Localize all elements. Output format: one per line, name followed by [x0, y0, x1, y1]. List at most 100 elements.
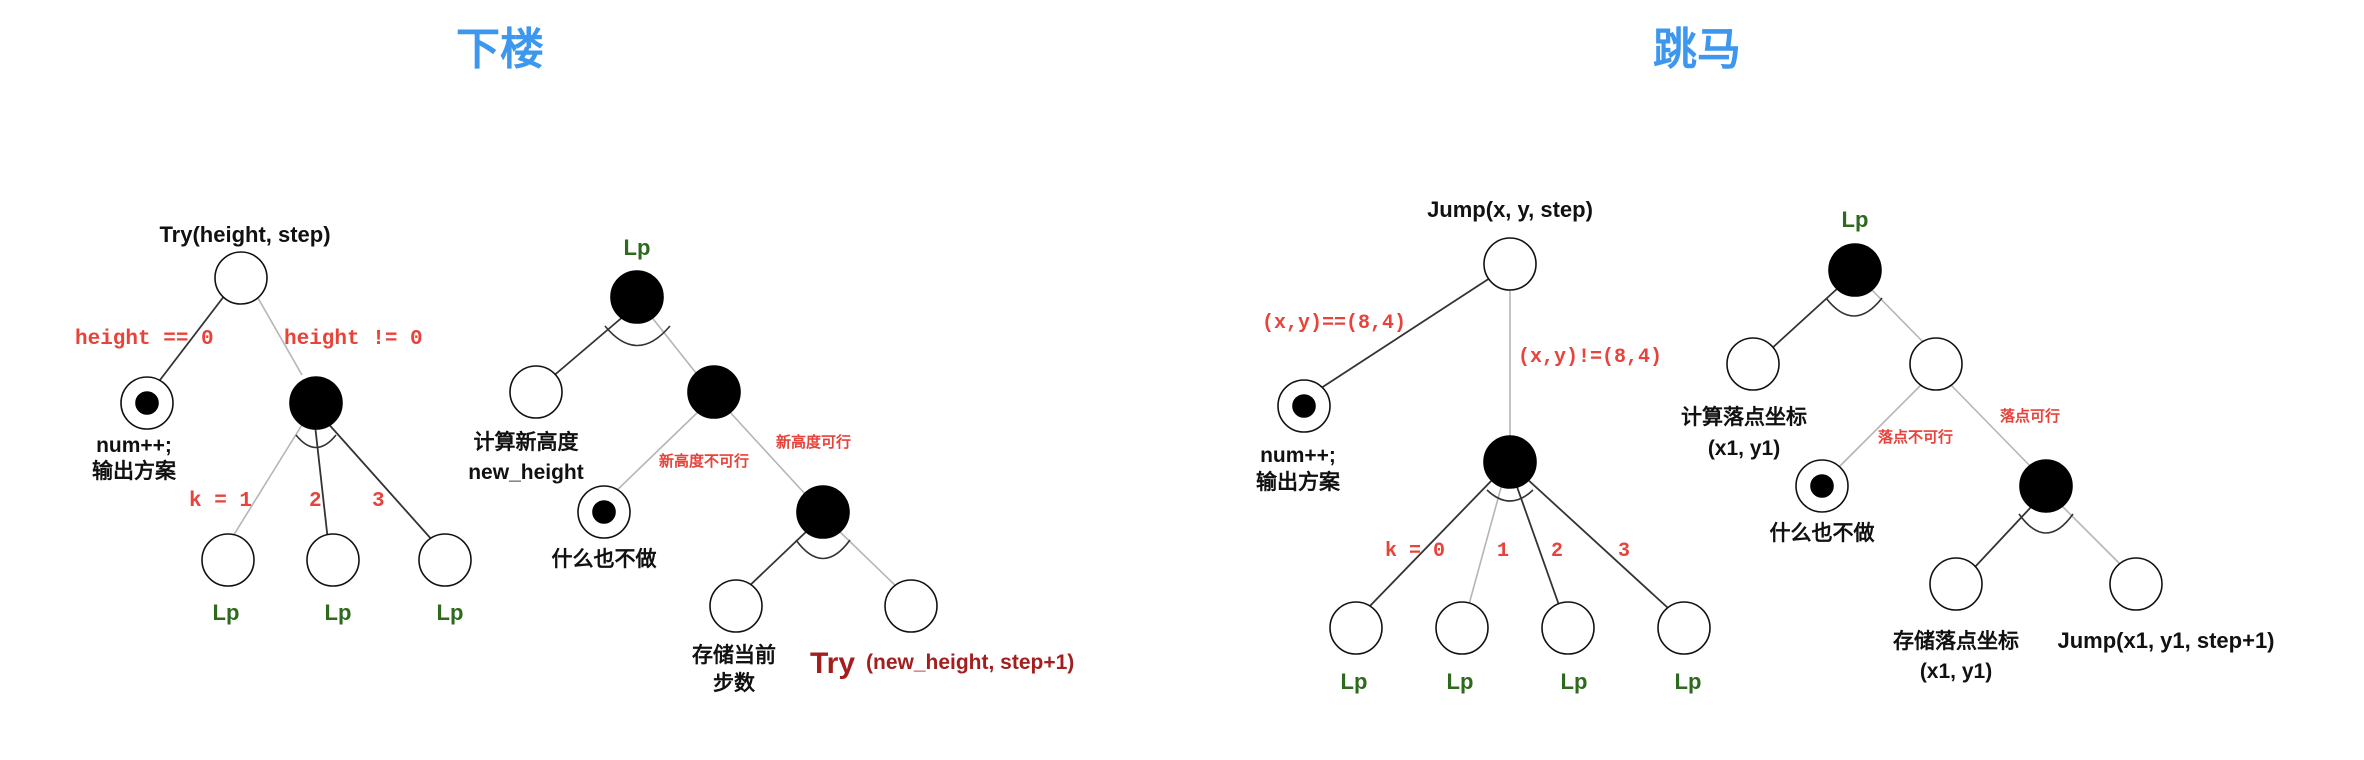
- leaf-label-1: num++;: [96, 434, 172, 457]
- k-label: 1: [1497, 540, 1509, 563]
- leaf-label-1: num++;: [1260, 444, 1336, 467]
- edge: [1314, 277, 1491, 393]
- lp-label: Lp: [213, 600, 240, 625]
- left-tree1: Try(height, step) height == 0 height != …: [75, 222, 472, 625]
- edge: [253, 290, 303, 376]
- edge: [1869, 287, 1926, 345]
- recurse-node: [884, 579, 938, 633]
- child-node: [1435, 601, 1489, 655]
- k-label: 3: [372, 490, 385, 513]
- edge: [314, 424, 329, 542]
- k-label: 3: [1618, 540, 1630, 563]
- k-label: k = 0: [1385, 540, 1445, 563]
- leaf-dot: [1810, 474, 1834, 498]
- edge: [1515, 483, 1561, 609]
- lp-label: Lp: [325, 600, 352, 625]
- branch-arc: [1825, 297, 1883, 317]
- child-node: [1657, 601, 1711, 655]
- branch-node: [1909, 337, 1963, 391]
- edge: [1949, 383, 2033, 469]
- branch-node: [289, 376, 343, 430]
- lp-label: Lp: [624, 235, 651, 260]
- edge: [744, 529, 809, 591]
- branch-node: [2019, 459, 2073, 513]
- try-word: Try: [810, 647, 855, 680]
- jump-call-label: Jump(x1, y1, step+1): [2057, 628, 2274, 653]
- calc-label-2: new_height: [468, 461, 584, 484]
- branch-node: [1483, 435, 1537, 489]
- edge: [2061, 505, 2125, 569]
- not-ok-label: 新高度不可行: [659, 452, 749, 470]
- edge: [649, 314, 701, 379]
- lp-label: Lp: [1561, 669, 1588, 694]
- edge: [1769, 287, 1839, 351]
- k-label: k = 1: [189, 490, 252, 513]
- not-ok-label: 落点不可行: [1878, 428, 1953, 446]
- leaf-dot: [592, 500, 616, 524]
- ok-label: 新高度可行: [776, 433, 851, 451]
- child-node: [1541, 601, 1595, 655]
- edge: [727, 409, 807, 496]
- edge: [611, 409, 701, 496]
- right-tree2: Lp 计算落点坐标 (x1, y1) 落点不可行 落点可行 什么也不做 存储落点…: [1681, 207, 2275, 683]
- root-node: [1483, 237, 1537, 291]
- leaf-label-2: 输出方案: [92, 459, 177, 483]
- edge: [1837, 383, 1923, 469]
- child-node: [306, 533, 360, 587]
- calc-label-1: 计算新高度: [474, 430, 579, 454]
- left-tree2: Lp 计算新高度 new_height 新高度不可行 新高度可行 什么也不做 存…: [468, 235, 1074, 695]
- branch-arc: [295, 434, 337, 449]
- branch-node: [796, 485, 850, 539]
- title-right: 跳马: [1653, 24, 1741, 75]
- store-label-1: 存储当前: [692, 643, 776, 667]
- top-node: [610, 270, 664, 324]
- edge: [1973, 505, 2033, 569]
- calc-node: [1726, 337, 1780, 391]
- store-node: [1929, 557, 1983, 611]
- branch-node: [687, 365, 741, 419]
- branch-arc: [604, 325, 671, 347]
- root-node: [214, 251, 268, 305]
- recurse-node: [2109, 557, 2163, 611]
- calc-label-2: (x1, y1): [1708, 437, 1780, 460]
- cond-left: height == 0: [75, 328, 214, 351]
- edge: [229, 419, 306, 542]
- leaf-dot: [135, 391, 159, 415]
- child-node: [418, 533, 472, 587]
- root-label: Jump(x, y, step): [1427, 197, 1593, 222]
- title-left: 下楼: [456, 24, 544, 75]
- child-node: [1329, 601, 1383, 655]
- edge: [1367, 477, 1495, 609]
- store-node: [709, 579, 763, 633]
- store-label-1: 存储落点坐标: [1893, 629, 2019, 653]
- calc-label-1: 计算落点坐标: [1681, 405, 1807, 429]
- edge: [159, 290, 229, 381]
- store-label-2: (x1, y1): [1920, 660, 1992, 683]
- calc-node: [509, 365, 563, 419]
- leaf-label-2: 输出方案: [1256, 470, 1341, 494]
- branch-arc: [2018, 513, 2074, 534]
- cond-right: (x,y)!=(8,4): [1518, 346, 1662, 369]
- leaf-dot: [1292, 394, 1316, 418]
- cond-left: (x,y)==(8,4): [1262, 312, 1406, 335]
- cond-right: height != 0: [284, 328, 423, 351]
- nothing-label: 什么也不做: [552, 547, 657, 571]
- store-label-2: 步数: [713, 671, 756, 695]
- edge: [550, 314, 626, 379]
- branch-arc: [795, 539, 851, 560]
- child-node: [201, 533, 255, 587]
- right-tree1: Jump(x, y, step) (x,y)==(8,4) (x,y)!=(8,…: [1256, 197, 1711, 694]
- k-label: 2: [309, 490, 322, 513]
- lp-label: Lp: [1341, 669, 1368, 694]
- edge: [837, 529, 901, 591]
- top-node: [1828, 243, 1882, 297]
- try-args: (new_height, step+1): [866, 651, 1074, 674]
- lp-label: Lp: [1842, 207, 1869, 232]
- k-label: 2: [1551, 540, 1563, 563]
- nothing-label: 什么也不做: [1770, 521, 1875, 545]
- edge: [1525, 477, 1669, 609]
- branch-arc: [1486, 489, 1534, 502]
- ok-label: 落点可行: [2000, 407, 2060, 425]
- edge: [1467, 483, 1503, 609]
